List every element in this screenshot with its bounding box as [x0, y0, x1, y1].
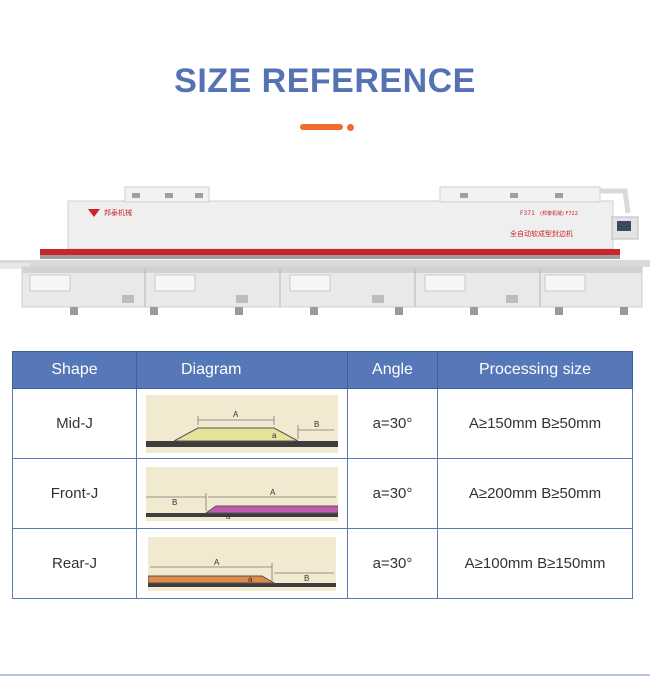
- mid-j-diagram: A B a: [146, 394, 338, 453]
- shape-cell: Rear-J: [12, 528, 137, 599]
- machine-name-label: 全自动软成型封边机: [510, 229, 573, 238]
- label-a: A: [214, 558, 220, 567]
- edge-banding-machine-image: 邦泰机械 F371 (邦泰机械) F722 全自动软成型封边机: [0, 186, 650, 315]
- brand-label: 邦泰机械: [104, 208, 132, 217]
- table-row: Mid-J A B a a=30° A≥150mm B≥50mm: [12, 388, 633, 459]
- header-angle: Angle: [347, 351, 438, 389]
- accent-bar: [300, 124, 343, 130]
- table-header-row: Shape Diagram Angle Processing size: [12, 351, 633, 389]
- label-b: B: [172, 498, 177, 507]
- brand-logo-icon: [88, 209, 100, 217]
- label-angle: a: [226, 512, 231, 521]
- table-row: Rear-J A B a a=30° A≥100mm B≥150mm: [12, 528, 633, 599]
- angle-cell: a=30°: [347, 388, 438, 459]
- front-j-diagram: B A a: [146, 466, 338, 521]
- size-cell: A≥100mm B≥150mm: [437, 528, 633, 599]
- label-angle: a: [272, 431, 277, 440]
- shape-cell: Mid-J: [12, 388, 137, 459]
- size-reference-table: Shape Diagram Angle Processing size Mid-…: [12, 351, 633, 599]
- diagram-cell: B A a: [136, 458, 348, 529]
- bottom-divider: [0, 674, 650, 676]
- accent-dot: [347, 124, 354, 131]
- size-cell: A≥150mm B≥50mm: [437, 388, 633, 459]
- shape-cell: Front-J: [12, 458, 137, 529]
- size-cell: A≥200mm B≥50mm: [437, 458, 633, 529]
- label-b: B: [314, 420, 319, 429]
- model-label: F371: [520, 210, 535, 217]
- label-b: B: [304, 574, 309, 583]
- angle-cell: a=30°: [347, 528, 438, 599]
- diagram-cell: A B a: [136, 528, 348, 599]
- page-title: SIZE REFERENCE: [174, 62, 476, 100]
- model-sub-label: (邦泰机械) F722: [540, 210, 578, 217]
- diagram-cell: A B a: [136, 388, 348, 459]
- header-processing-size: Processing size: [437, 351, 633, 389]
- label-angle: a: [248, 575, 253, 584]
- label-a: A: [270, 488, 276, 497]
- rear-j-diagram: A B a: [148, 536, 336, 591]
- label-a: A: [233, 410, 239, 419]
- header-diagram: Diagram: [136, 351, 348, 389]
- table-row: Front-J B A a a=30° A≥200mm B≥50mm: [12, 458, 633, 529]
- angle-cell: a=30°: [347, 458, 438, 529]
- header-shape: Shape: [12, 351, 137, 389]
